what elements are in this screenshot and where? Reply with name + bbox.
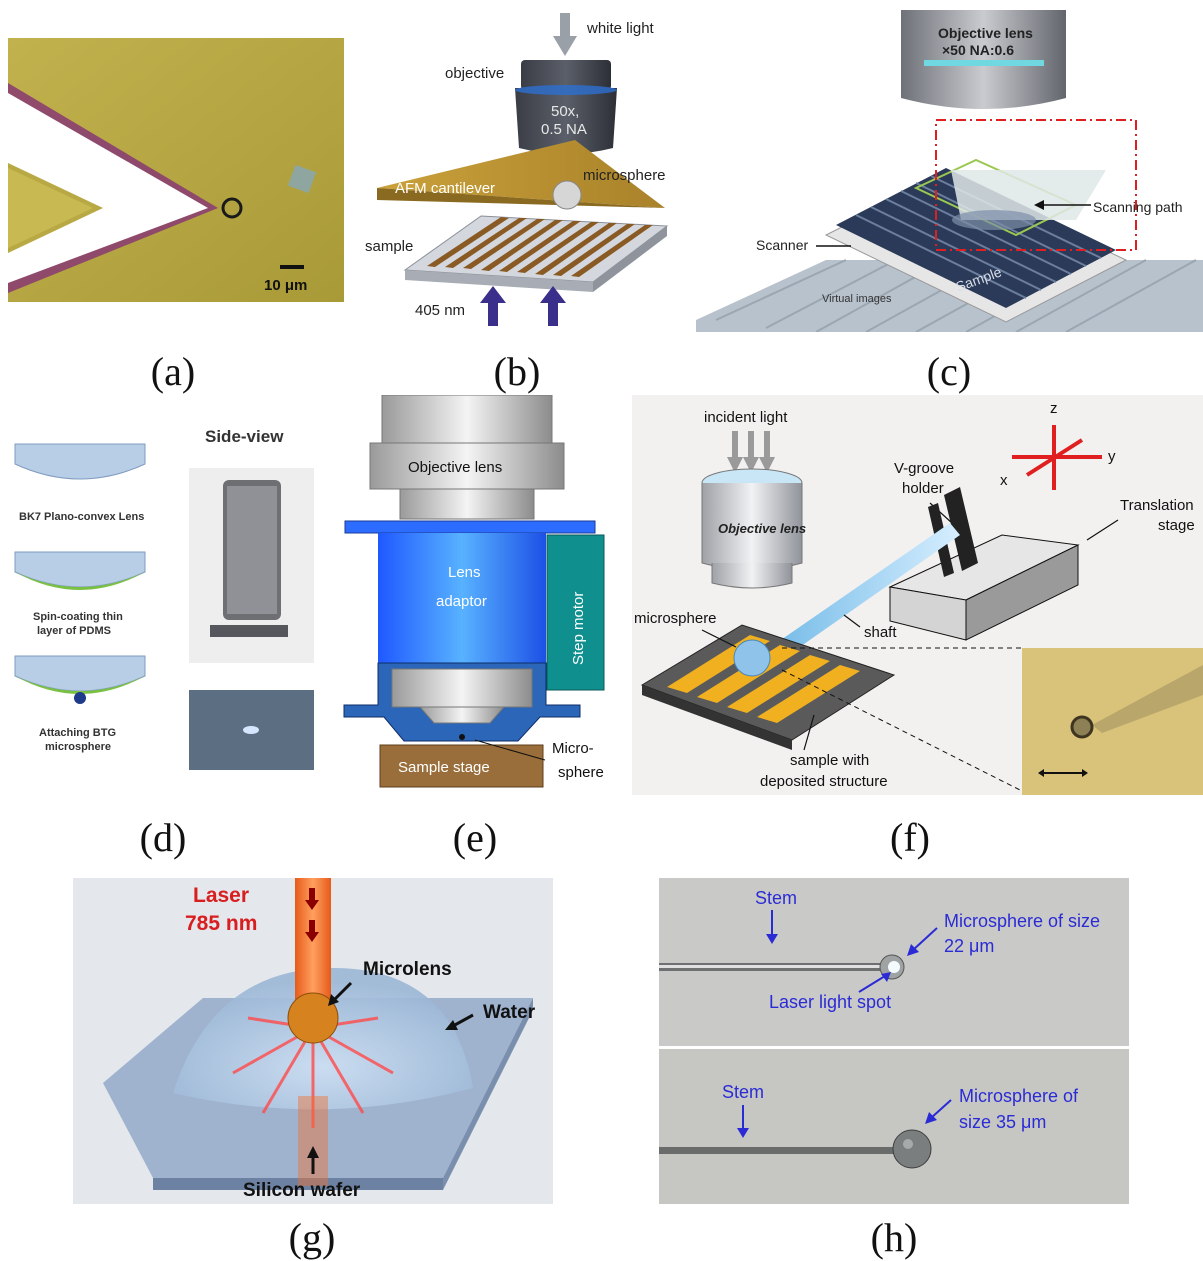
adaptor-label-1: Lens [448,564,481,581]
objective-lens-shape [369,395,565,520]
objective-lens-icon [901,10,1066,109]
magnification-label: 50x, [551,103,579,120]
laser-arrow-icon [540,286,566,326]
scale-label: 10 μm [264,277,307,294]
microsphere-dot [459,734,465,740]
cantilever-tip-image: 10 μm [8,38,344,302]
lens-holder-shape [343,662,581,742]
panel-f-diagram: incident light Objective lens z y x V-gr… [632,395,1203,795]
sample-label: sample [365,238,413,255]
shaft-shape [762,523,960,665]
vgroove-holder-shape [944,487,978,571]
objective-lens-icon [515,60,617,154]
caption-b: (b) [493,349,541,394]
panel-d-diagram: BK7 Plano-convex Lens Spin-coating thin … [5,420,335,780]
na-label: 0.5 NA [541,121,587,138]
microsphere-label: microsphere [583,167,666,184]
panel-h-micrographs: Stem Microsphere of size 22 μm Laser lig… [659,878,1129,1204]
sample-structure-shape [640,624,896,750]
white-light-arrow-icon [553,13,577,56]
caption-a: (a) [150,349,196,394]
wavelength-label: 405 nm [415,302,465,319]
scanner-label: Scanner [756,237,808,253]
pdms-coated-lens-shape [14,551,146,590]
objective-label: objective [445,65,504,82]
caption-g: (g) [288,1215,336,1260]
sample-label-1: sample with [790,752,869,769]
step2b-label: layer of PDMS [37,625,111,637]
stem-label-bottom: Stem [722,1082,764,1102]
scanning-path-label: Scanning path [1093,199,1183,215]
sample-grating [836,168,1116,308]
bottom-micrograph [659,1049,1129,1204]
caption-d: (d) [139,815,187,860]
translation-label-2: stage [1158,517,1195,534]
shaft-label: shaft [864,624,897,641]
microsphere-top-label-2: 22 μm [944,936,994,956]
cantilever-label: AFM cantilever [395,180,495,197]
panel-a-micrograph: 10 μm [8,38,344,302]
lens-adaptor-shape [378,533,546,663]
wafer-label: Silicon wafer [243,1180,361,1201]
panel-c-diagram: Objective lens ×50 NA:0.6 Scanning path … [696,10,1203,332]
panel-e-diagram: Objective lens Lens adaptor Step motor S… [340,395,620,795]
step-motor-label: Step motor [570,592,587,665]
step2a-label: Spin-coating thin [33,611,123,623]
objective-label: Objective lens [408,459,502,476]
laser-label: Laser [193,884,249,907]
adaptor-label-2: adaptor [436,593,487,610]
lens-spec: ×50 NA:0.6 [942,42,1014,58]
laser-spot-label: Laser light spot [769,992,891,1012]
sample-grating-shape [403,215,669,292]
step-motor-shape [546,534,605,691]
stem-label-top: Stem [755,888,797,908]
microsphere-shape [552,180,582,210]
side-view-label: Side-view [205,427,284,446]
inset-micrograph [1022,648,1203,795]
microlens-sphere-shape [287,992,339,1044]
scale-bar [280,265,304,269]
virtual-images-label: Virtual images [822,293,892,305]
panel-g-diagram: Laser 785 nm Microlens Water Silicon waf… [73,878,553,1204]
microsphere-shape [733,639,771,677]
axes-icon [1012,425,1102,490]
microsphere-top-label-1: Microsphere of size [944,911,1100,931]
caption-e: (e) [452,815,498,860]
microsphere-label-2: sphere [558,764,604,781]
water-label: Water [483,1002,536,1023]
wavelength-label: 785 nm [185,912,257,935]
microsphere-label-1: Micro- [552,740,594,757]
vgroove-label-2: holder [902,480,944,497]
laser-arrow-icon [480,286,506,326]
x-axis-label: x [1000,472,1008,489]
translation-stage-shape [888,534,1080,641]
sample-label-2: deposited structure [760,773,888,790]
step1-label: BK7 Plano-convex Lens [19,511,144,523]
lens-title: Objective lens [938,25,1033,41]
panel-b-diagram: white light objective 50x, 0.5 NA AFM ca… [355,8,685,328]
y-axis-label: y [1108,448,1116,465]
microsphere-label: microsphere [634,610,717,627]
step3a-label: Attaching BTG [39,727,116,739]
plano-convex-lens-shape [14,443,146,480]
incident-light-arrows-icon [727,431,775,473]
translation-label-1: Translation [1120,497,1194,514]
microlens-label: Microlens [363,959,452,980]
step3b-label: microsphere [45,741,111,753]
caption-c: (c) [926,349,972,394]
z-axis-label: z [1050,400,1058,417]
caption-h: (h) [870,1215,918,1260]
white-light-label: white light [586,20,655,37]
sample-stage-label: Sample stage [398,759,490,776]
afm-cantilever-shape [377,140,665,208]
objective-label: Objective lens [718,521,806,536]
microsphere-bottom-label-1: Microsphere of [959,1086,1079,1106]
incident-light-label: incident light [704,409,788,426]
caption-f: (f) [890,815,930,860]
microsphere-bottom-label-2: size 35 μm [959,1112,1046,1132]
btg-attached-lens-shape [14,655,146,704]
vgroove-label-1: V-groove [894,460,954,477]
objective-lens-icon [701,468,803,589]
